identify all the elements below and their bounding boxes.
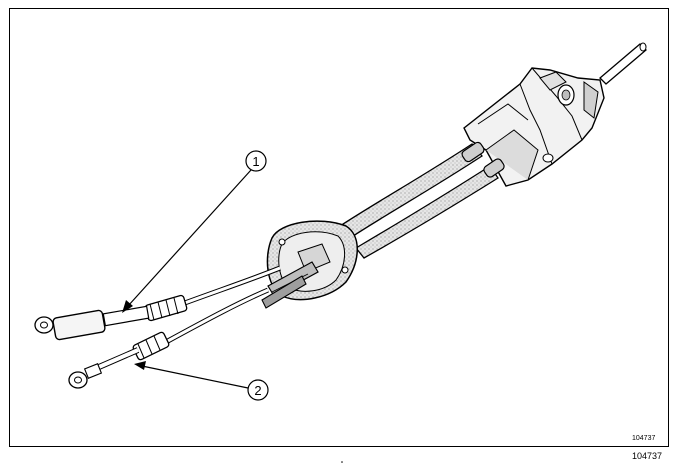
figure-frame — [9, 8, 669, 447]
callout-1-leader — [122, 169, 252, 313]
callout-2-leader — [134, 361, 249, 389]
gear-lever-rod — [599, 42, 647, 85]
callout-2: 2 — [247, 379, 269, 401]
cable-end-2 — [68, 287, 269, 389]
figure-number-outer: 104737 — [632, 451, 663, 461]
callout-2-label: 2 — [254, 383, 261, 398]
callout-1-label: 1 — [252, 154, 259, 169]
callout-1: 1 — [245, 150, 267, 172]
stray-dot — [341, 461, 343, 463]
bulkhead-grommet — [261, 220, 358, 309]
gear-lever-housing — [463, 67, 605, 187]
lower-cable-sheath — [355, 158, 505, 259]
figure-number-inner: 104737 — [632, 435, 656, 442]
